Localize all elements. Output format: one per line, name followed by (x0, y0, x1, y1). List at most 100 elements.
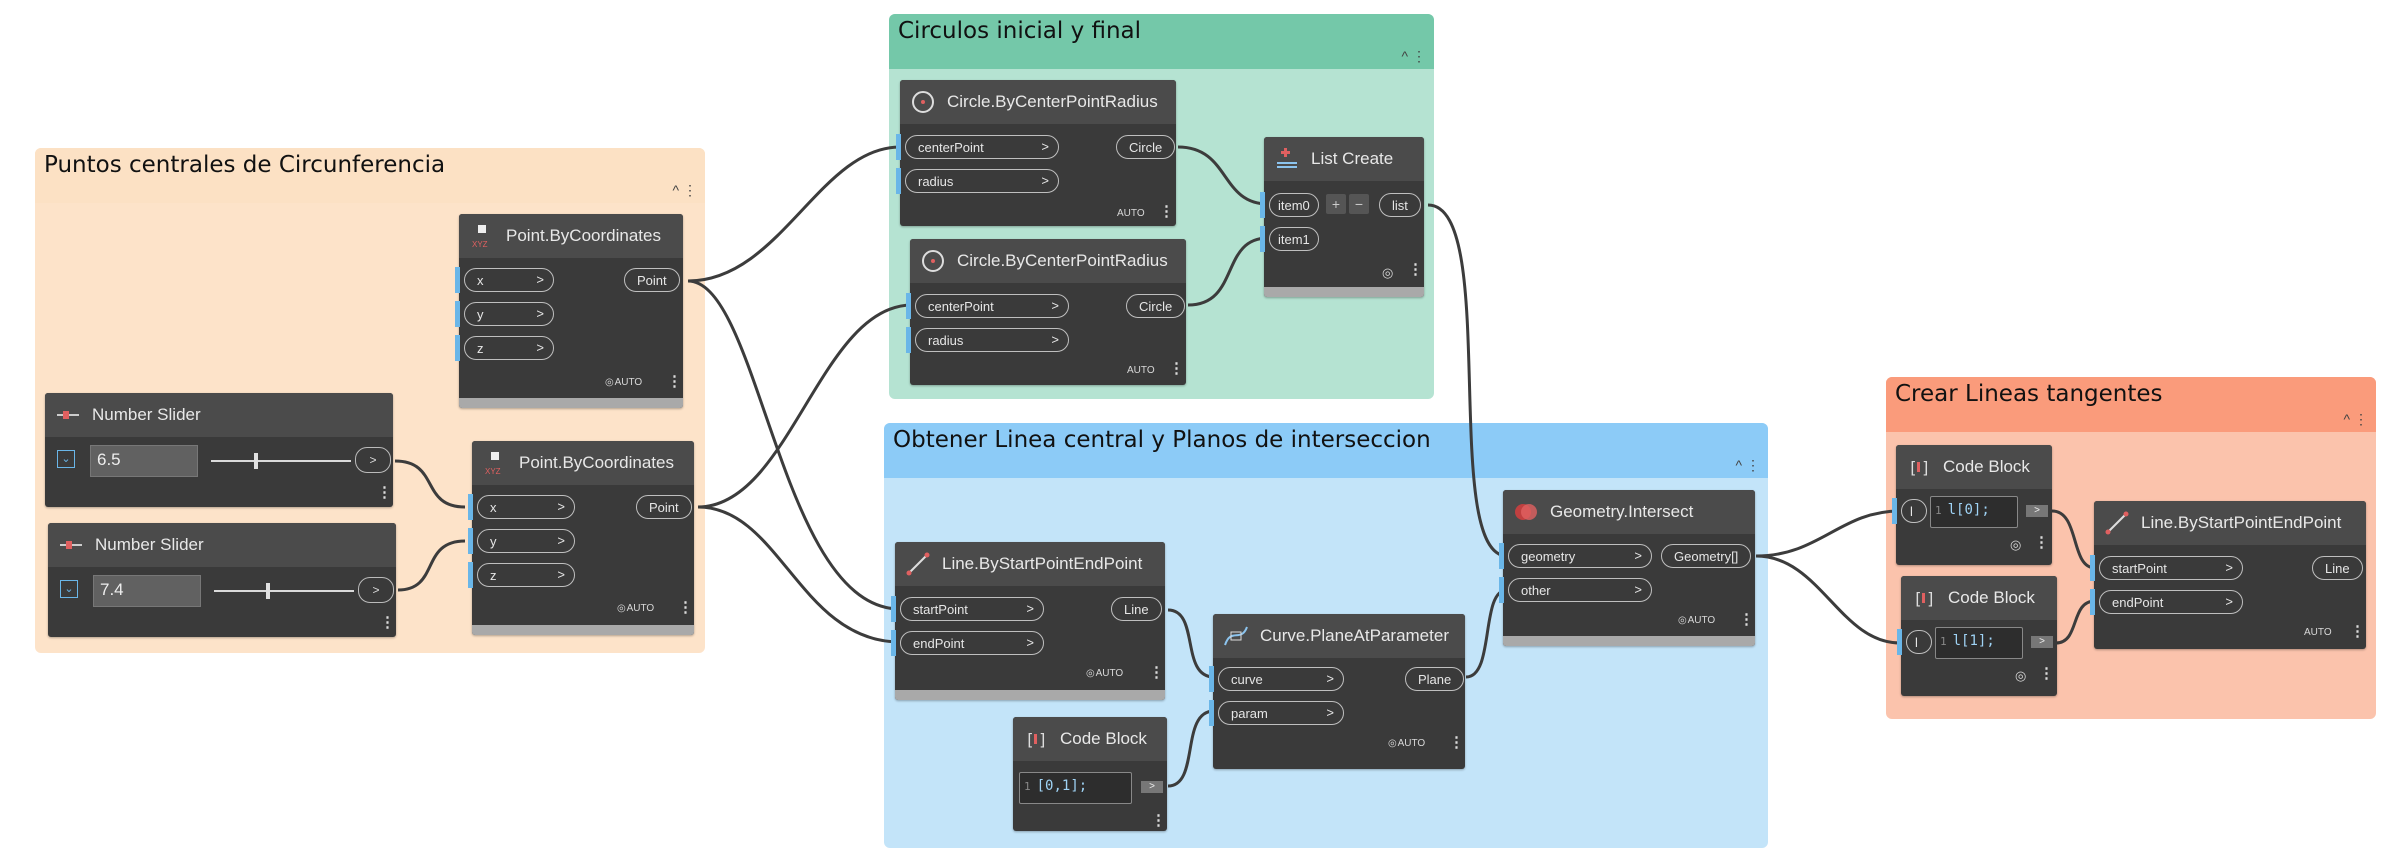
node-menu-icon[interactable]: ⋮ (1169, 360, 1184, 377)
node-circle-by-center-point-radius-2[interactable]: Circle.ByCenterPointRadius centerPoint> … (906, 239, 1186, 385)
node-menu-icon[interactable]: ⋮ (1159, 203, 1174, 220)
output-port-line[interactable]: Line (2312, 556, 2363, 580)
input-port-center-point[interactable]: centerPoint> (915, 294, 1069, 318)
input-port-start-point[interactable]: startPoint> (2099, 556, 2243, 580)
slider-output-port[interactable]: > (355, 447, 391, 473)
wire (1177, 145, 1269, 206)
node-code-block-1[interactable]: [] Code Block 1[0,1]; > ⋮ (1013, 717, 1167, 831)
chevron-down-icon[interactable]: ⌄ (57, 450, 75, 468)
node-menu-icon[interactable]: ⋮ (667, 373, 682, 390)
input-port-l[interactable]: l (1901, 499, 1927, 523)
remove-input-button[interactable]: − (1349, 194, 1369, 214)
eye-hidden-icon[interactable]: ◎ (1382, 265, 1394, 280)
collapse-icon[interactable]: ^ ⋮ (1401, 48, 1426, 64)
output-port[interactable]: > (2026, 505, 2048, 517)
slider-icon (55, 402, 81, 428)
node-line-by-start-point-end-point-2[interactable]: Line.ByStartPointEndPoint startPoint> en… (2090, 501, 2366, 649)
node-menu-icon[interactable]: ⋮ (678, 599, 693, 616)
input-port-item1[interactable]: item1 (1269, 227, 1319, 251)
input-port-start-point[interactable]: startPoint> (900, 597, 1044, 621)
slider-value-field[interactable]: 7.4 (93, 575, 201, 607)
node-point-by-coordinates-2[interactable]: XYZ Point.ByCoordinates x> y> z> Point ◎… (468, 441, 694, 635)
slider-thumb[interactable] (254, 453, 258, 469)
input-port-end-point[interactable]: endPoint> (2099, 590, 2243, 614)
input-port-l[interactable]: l (1906, 630, 1932, 654)
slider-track[interactable] (211, 460, 351, 462)
eye-hidden-icon[interactable]: ◎ AUTO (1388, 738, 1426, 749)
output-port-list[interactable]: list (1379, 193, 1421, 217)
chevron-down-icon[interactable]: ⌄ (60, 580, 78, 598)
node-title: Code Block (1060, 729, 1147, 748)
slider-track[interactable] (214, 590, 354, 592)
node-menu-icon[interactable]: ⋮ (2350, 623, 2365, 640)
node-menu-icon[interactable]: ⋮ (2039, 665, 2054, 682)
collapse-icon[interactable]: ^ ⋮ (2343, 411, 2368, 427)
node-menu-icon[interactable]: ⋮ (1149, 664, 1164, 681)
output-port-plane[interactable]: Plane (1405, 667, 1465, 691)
slider-value-field[interactable]: 6.5 (90, 445, 198, 477)
eye-hidden-icon[interactable]: ◎ AUTO (605, 377, 643, 388)
wire (2051, 509, 2096, 570)
node-point-by-coordinates-1[interactable]: XYZ Point.ByCoordinates x> y> z> Point ◎… (455, 214, 683, 408)
input-port-center-point[interactable]: centerPoint> (905, 135, 1059, 159)
eye-hidden-icon[interactable]: ◎ AUTO (1086, 668, 1124, 679)
output-port-point[interactable]: Point (624, 268, 680, 292)
input-port-x[interactable]: x> (464, 268, 554, 292)
code-editor[interactable]: 1[0,1]; (1019, 772, 1132, 804)
node-number-slider-2[interactable]: Number Slider ⌄ 7.4 > ⋮ (48, 523, 396, 637)
add-input-button[interactable]: + (1326, 194, 1346, 214)
svg-text:XYZ: XYZ (472, 240, 488, 249)
input-port-geometry[interactable]: geometry> (1508, 544, 1652, 568)
output-port[interactable]: > (1141, 781, 1163, 793)
node-menu-icon[interactable]: ⋮ (377, 484, 392, 501)
node-menu-icon[interactable]: ⋮ (1449, 734, 1464, 751)
node-menu-icon[interactable]: ⋮ (1151, 812, 1166, 829)
node-number-slider-1[interactable]: Number Slider ⌄ 6.5 > ⋮ (45, 393, 393, 507)
output-port[interactable]: > (2031, 636, 2053, 648)
node-curve-plane-at-parameter[interactable]: Curve.PlaneAtParameter curve> param> Pla… (1209, 614, 1465, 769)
output-port-geometry-array[interactable]: Geometry[] (1661, 544, 1752, 568)
input-port-radius[interactable]: radius> (905, 169, 1059, 193)
output-port-circle[interactable]: Circle (1116, 135, 1176, 159)
slider-output-port[interactable]: > (358, 577, 394, 603)
node-list-create[interactable]: List Create item0 + − item1 list ◎ ⋮ (1260, 137, 1424, 297)
collapse-icon[interactable]: ^ ⋮ (1735, 457, 1760, 473)
eye-hidden-icon[interactable]: ◎ AUTO (1678, 615, 1716, 626)
code-block-icon: [] (1023, 726, 1049, 752)
slider-thumb[interactable] (266, 583, 270, 599)
node-title: Line.ByStartPointEndPoint (2141, 513, 2342, 532)
eye-hidden-icon[interactable]: ◎ AUTO (617, 603, 655, 614)
svg-text:[: [ (1908, 458, 1918, 477)
node-title: Point.ByCoordinates (519, 453, 674, 472)
node-circle-by-center-point-radius-1[interactable]: Circle.ByCenterPointRadius centerPoint> … (896, 80, 1176, 226)
list-icon (1274, 146, 1300, 172)
output-port-line[interactable]: Line (1111, 597, 1162, 621)
input-port-z[interactable]: z> (464, 336, 554, 360)
input-port-other[interactable]: other> (1508, 578, 1652, 602)
node-geometry-intersect[interactable]: Geometry.Intersect geometry> other> Geom… (1499, 490, 1755, 646)
collapse-icon[interactable]: ^ ⋮ (672, 182, 697, 198)
output-port-point[interactable]: Point (636, 495, 692, 519)
input-port-item0[interactable]: item0 (1269, 193, 1319, 217)
output-port-circle[interactable]: Circle (1126, 294, 1186, 318)
eye-hidden-icon[interactable]: ◎ (2015, 668, 2027, 683)
input-port-curve[interactable]: curve> (1218, 667, 1344, 691)
input-port-radius[interactable]: radius> (915, 328, 1069, 352)
input-port-y[interactable]: y> (464, 302, 554, 326)
eye-hidden-icon[interactable]: ◎ (2010, 537, 2022, 552)
wire (1427, 203, 1508, 558)
node-line-by-start-point-end-point-1[interactable]: Line.ByStartPointEndPoint startPoint> en… (891, 542, 1165, 700)
input-port-y[interactable]: y> (477, 529, 575, 553)
input-port-param[interactable]: param> (1218, 701, 1344, 725)
node-menu-icon[interactable]: ⋮ (2034, 534, 2049, 551)
input-port-x[interactable]: x> (477, 495, 575, 519)
input-port-z[interactable]: z> (477, 563, 575, 587)
input-port-end-point[interactable]: endPoint> (900, 631, 1044, 655)
node-menu-icon[interactable]: ⋮ (380, 614, 395, 631)
node-menu-icon[interactable]: ⋮ (1408, 261, 1423, 278)
node-menu-icon[interactable]: ⋮ (1739, 611, 1754, 628)
